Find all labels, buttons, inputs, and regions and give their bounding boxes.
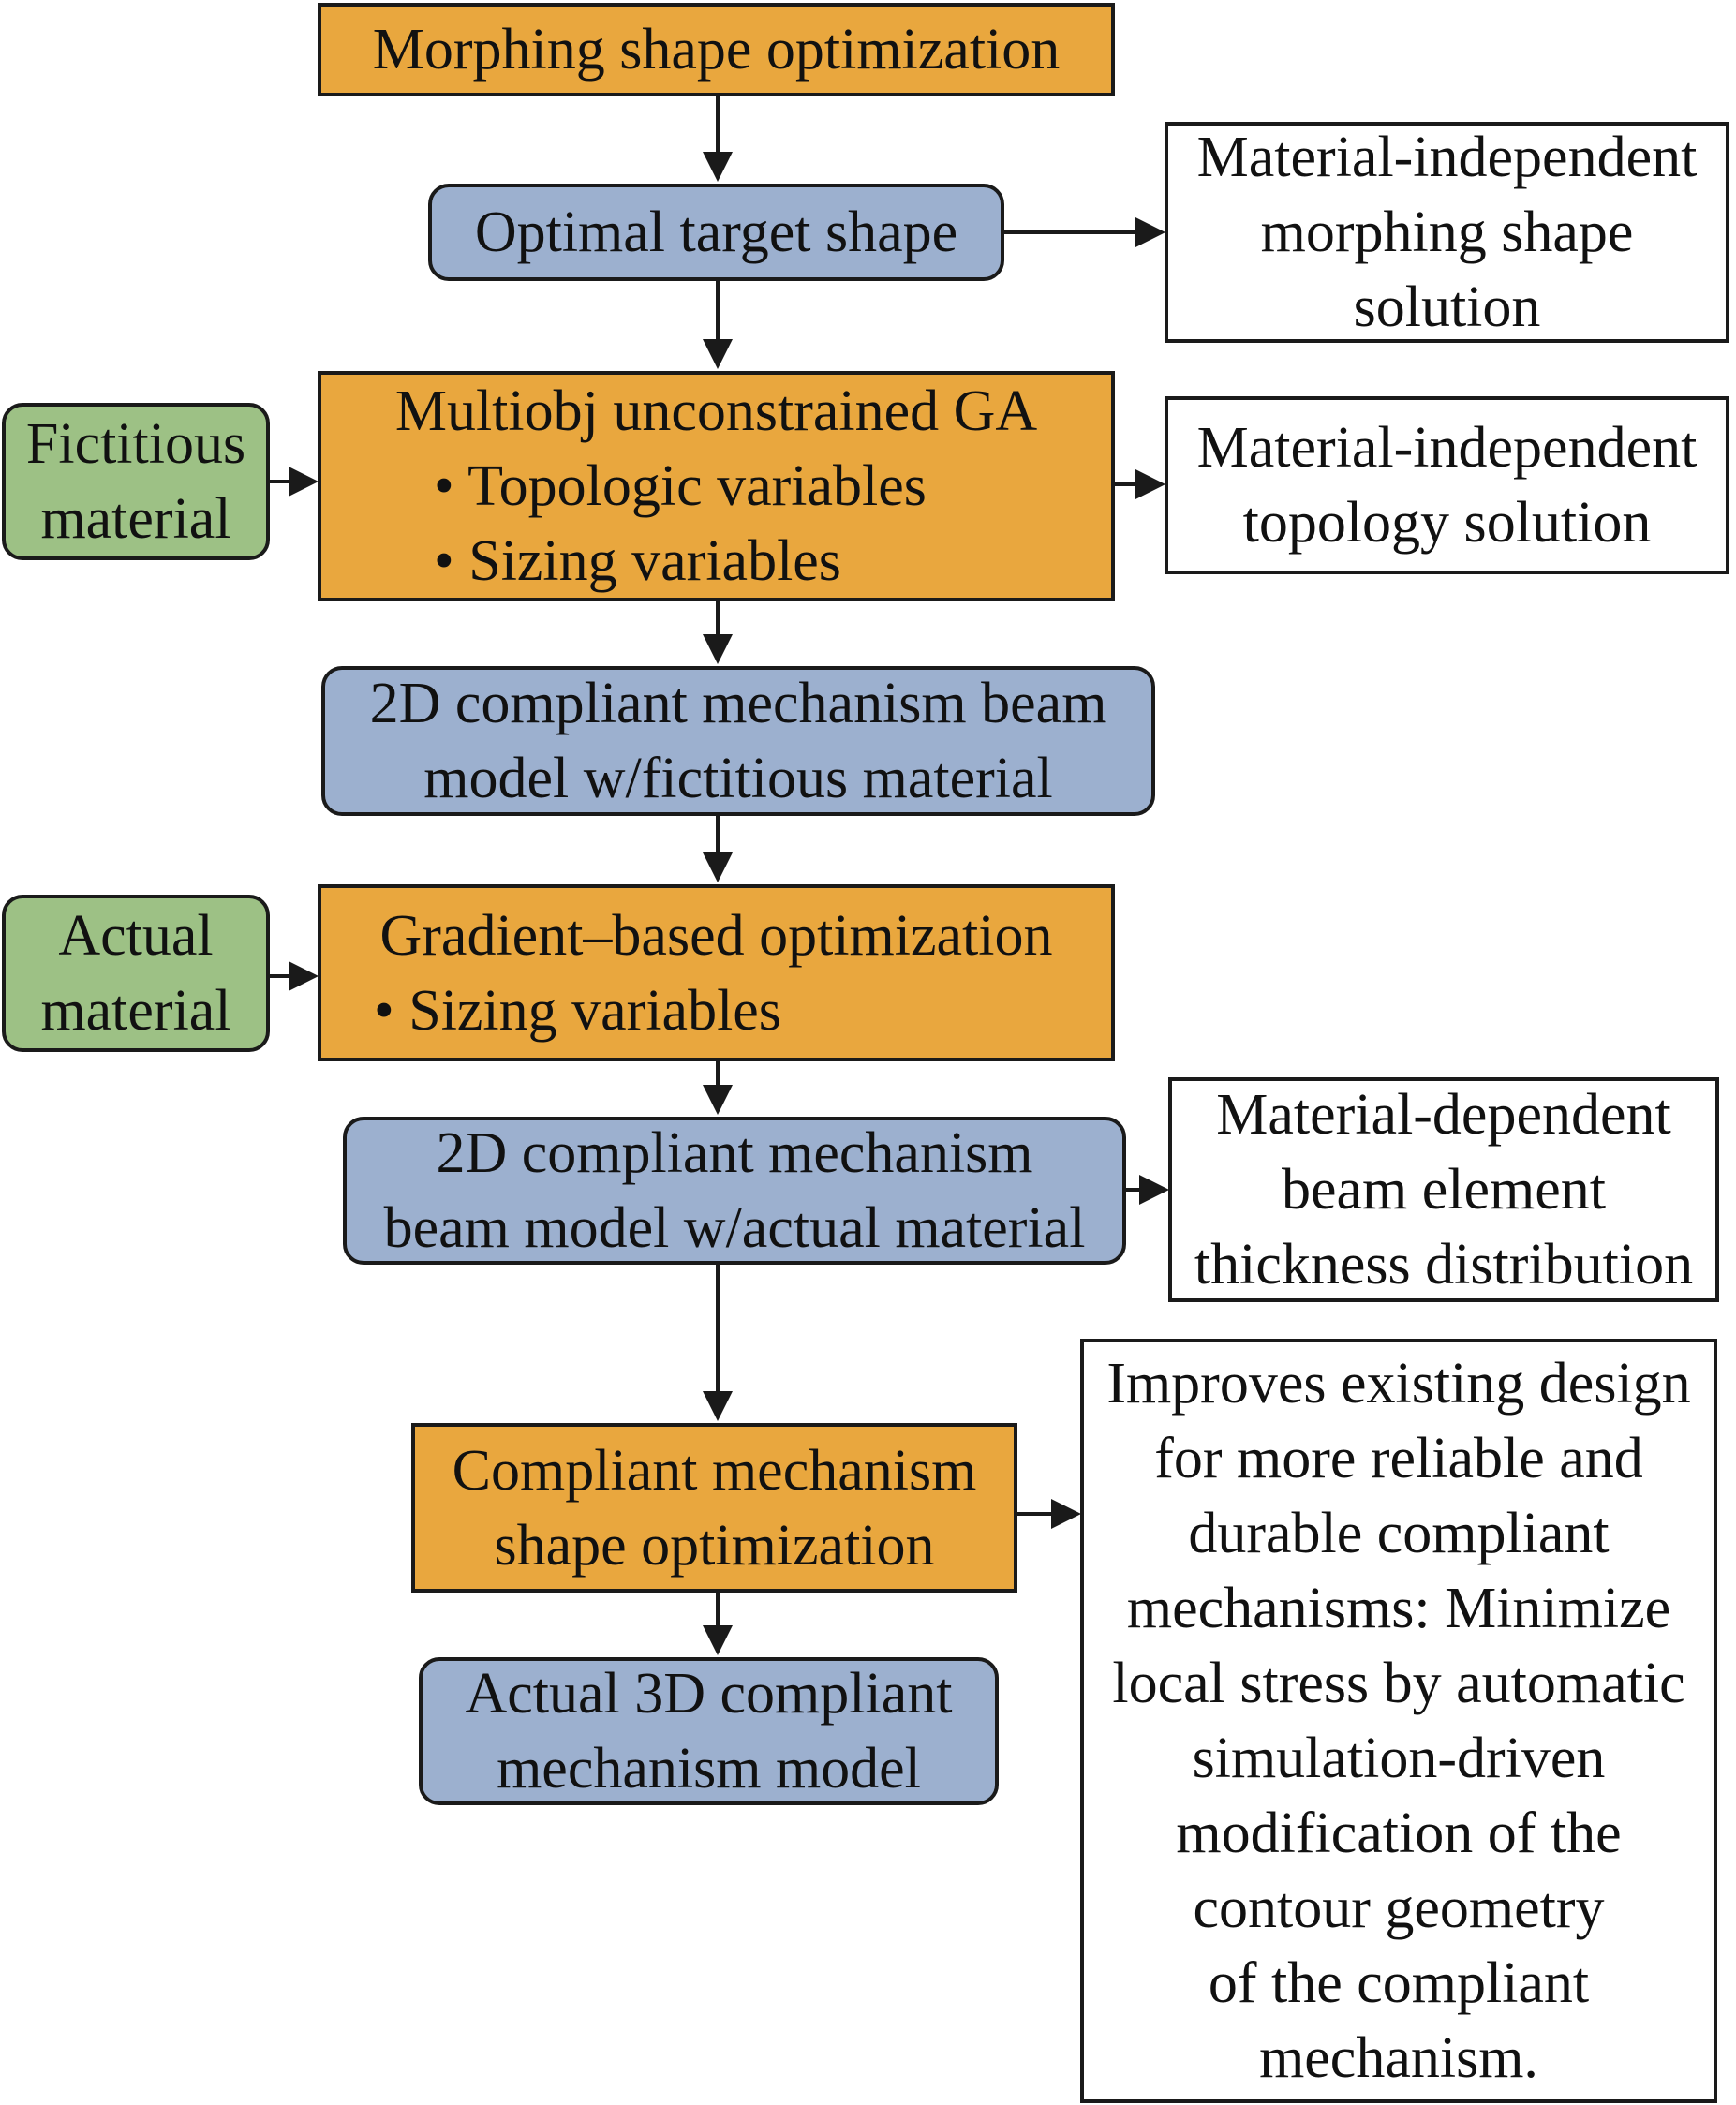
box-label-line: Fictitious [25, 412, 246, 476]
material-independent-shape-solution-box: Material-independent morphing shape solu… [1165, 122, 1729, 343]
box-label-line: Compliant mechanism [452, 1438, 977, 1503]
box-label-line: beam element [1282, 1158, 1606, 1222]
beam-model-actual-box: 2D compliant mechanism beam model w/actu… [343, 1117, 1126, 1265]
gradient-based-optimization-box: Gradient–based optimization • Sizing var… [318, 884, 1115, 1061]
bullet-item: • Sizing variables [434, 529, 841, 593]
box-label-line: solution [1353, 275, 1541, 339]
box-label-line: contour geometry [1193, 1876, 1605, 1940]
optimal-target-shape-box: Optimal target shape [428, 184, 1004, 281]
actual-material-box: Actual material [2, 895, 270, 1052]
box-label-line: topology solution [1242, 491, 1652, 555]
box-label-line: Material-independent [1196, 416, 1698, 480]
improves-design-box: Improves existing design for more reliab… [1080, 1339, 1717, 2103]
box-label-line: mechanism. [1259, 2026, 1538, 2090]
box-label-line: Improves existing design [1106, 1352, 1691, 1416]
multiobj-ga-box: Multiobj unconstrained GA • Topologic va… [318, 371, 1115, 601]
box-title: Multiobj unconstrained GA [394, 379, 1038, 443]
box-label-line: of the compliant [1208, 1951, 1590, 2015]
fictitious-material-box: Fictitious material [2, 403, 270, 560]
box-label-line: Material-dependent [1216, 1083, 1671, 1147]
box-label-line: 2D compliant mechanism beam [369, 672, 1107, 735]
box-label-line: for more reliable and [1154, 1427, 1643, 1490]
box-label-line: Actual 3D compliant [465, 1662, 953, 1726]
box-label-line: model w/fictitious material [423, 747, 1053, 810]
box-label-line: Material-independent [1196, 126, 1698, 189]
box-title: Gradient–based optimization [379, 903, 1053, 968]
box-label-line: mechanism model [497, 1737, 921, 1801]
box-label-line: durable compliant [1188, 1502, 1610, 1565]
box-label-line: beam model w/actual material [383, 1196, 1086, 1260]
material-independent-topology-box: Material-independent topology solution [1165, 396, 1729, 574]
box-label-line: morphing shape [1260, 200, 1634, 264]
box-label-line: material [40, 979, 231, 1043]
compliant-mechanism-shape-optimization-box: Compliant mechanism shape optimization [411, 1423, 1017, 1593]
box-label: Optimal target shape [474, 200, 958, 264]
box-label-line: material [40, 487, 231, 551]
box-label-line: modification of the [1176, 1801, 1622, 1865]
box-label-line: shape optimization [494, 1513, 935, 1578]
bullet-item: • Topologic variables [434, 454, 927, 518]
box-label-line: Actual [58, 904, 214, 968]
box-label: Morphing shape optimization [372, 18, 1061, 82]
box-label-line: thickness distribution [1194, 1233, 1694, 1297]
actual-3d-model-box: Actual 3D compliant mechanism model [419, 1657, 999, 1805]
material-dependent-thickness-box: Material-dependent beam element thicknes… [1168, 1077, 1719, 1302]
morphing-shape-optimization-box: Morphing shape optimization [318, 3, 1115, 96]
box-label-line: simulation-driven [1192, 1727, 1606, 1790]
beam-model-fictitious-box: 2D compliant mechanism beam model w/fict… [321, 666, 1155, 816]
box-label-line: mechanisms: Minimize [1126, 1577, 1671, 1640]
box-label-line: 2D compliant mechanism [436, 1121, 1033, 1185]
box-label-line: local stress by automatic [1112, 1652, 1685, 1715]
bullet-item: • Sizing variables [374, 978, 781, 1043]
